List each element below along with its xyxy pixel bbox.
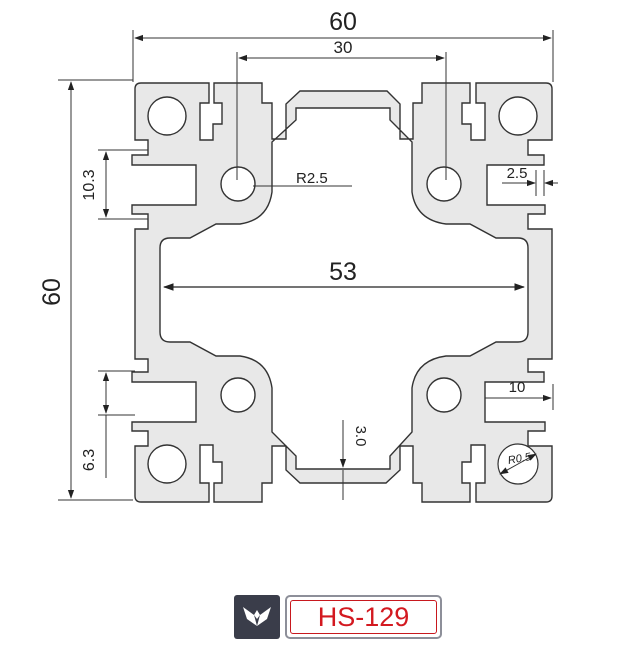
inner-hole-tl [220, 166, 256, 202]
dim-overall-height [58, 79, 133, 501]
label-side-gap: 2.5 [507, 165, 528, 182]
label-wall-thickness: 3.0 [352, 426, 369, 447]
brand-logo [234, 595, 280, 639]
corner-hole-bl [147, 444, 187, 484]
profile-outline [131, 82, 553, 503]
inner-hole-tr [426, 166, 462, 202]
dim-slot-depth [98, 370, 135, 478]
inner-hole-br [426, 377, 462, 413]
dim-overall-width [132, 30, 554, 82]
label-slot-depth: 6.3 [81, 449, 98, 471]
inner-hole-bl [220, 377, 256, 413]
label-hole-radius: R2.5 [296, 170, 328, 187]
label-slot-spacing: 30 [334, 38, 353, 57]
dim-side-gap [502, 170, 558, 196]
dim-slot-spacing [236, 52, 447, 180]
label-slot-width: 10.3 [81, 169, 98, 200]
label-overall-height: 60 [38, 278, 66, 306]
label-overall-width: 60 [329, 8, 357, 36]
dim-flange [485, 384, 554, 410]
corner-hole-tr [498, 96, 538, 136]
label-flange: 10 [509, 379, 526, 396]
product-code-badge: HS-129 [285, 595, 442, 639]
label-corner-radius: R0.5 [507, 451, 533, 467]
label-inner-cavity: 53 [329, 258, 357, 286]
corner-hole-tl [147, 96, 187, 136]
product-code: HS-129 [290, 600, 437, 634]
wing-logo-icon [243, 607, 271, 626]
dim-slot-width [98, 149, 148, 220]
